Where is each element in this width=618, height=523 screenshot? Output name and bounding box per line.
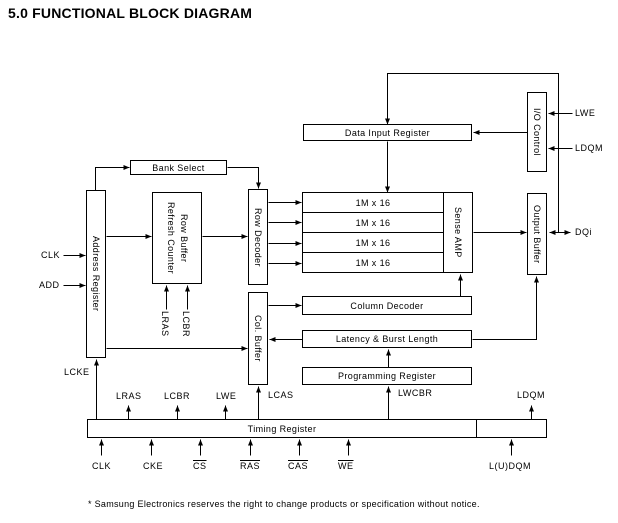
lcke-label: LCKE xyxy=(64,367,90,377)
memory-bank-row: 1M x 16 xyxy=(303,193,443,213)
cke-pin-label: CKE xyxy=(143,461,164,471)
clk-pin-label: CLK xyxy=(92,461,112,471)
lras-label: LRAS xyxy=(116,391,142,401)
block-label: Row Decoder xyxy=(253,207,263,267)
cas-pin-label: CAS xyxy=(288,461,309,471)
block-label: Timing Register xyxy=(247,423,317,434)
block-label: Row Buffer Refresh Counter xyxy=(164,202,190,274)
block-row-buffer-refresh-counter: Row Buffer Refresh Counter xyxy=(152,192,202,284)
block-label: Latency & Burst Length xyxy=(335,334,439,344)
ldqm-label: LDQM xyxy=(517,390,546,400)
lcbr-vertical-label: LCBR xyxy=(181,311,191,338)
block-label: Output Buffer xyxy=(532,204,542,264)
block-output-buffer: Output Buffer xyxy=(527,193,547,275)
clk-left-label: CLK xyxy=(41,250,61,260)
block-address-register: Address Register xyxy=(86,190,106,358)
lras-vertical-label: LRAS xyxy=(160,311,170,337)
refresh-counter-label: Refresh Counter xyxy=(166,201,176,275)
block-label: Data Input Register xyxy=(344,127,431,138)
timing-register-divider xyxy=(476,420,477,437)
block-io-control: I/O Control xyxy=(527,92,547,172)
block-col-buffer: Col. Buffer xyxy=(248,292,268,385)
block-label: Column Decoder xyxy=(350,300,424,311)
block-timing-register: Timing Register xyxy=(87,419,547,438)
memory-bank-row: 1M x 16 xyxy=(355,257,391,268)
ldqm-top-label: LDQM xyxy=(575,143,604,153)
lcas-label: LCAS xyxy=(268,390,294,400)
memory-banks: 1M x 16 1M x 16 1M x 16 1M x 16 xyxy=(303,193,443,272)
block-bank-select: Bank Select xyxy=(130,160,227,175)
lcbr-label: LCBR xyxy=(164,391,191,401)
footer-disclaimer: * Samsung Electronics reserves the right… xyxy=(88,499,480,509)
block-label: Programming Register xyxy=(337,371,437,381)
block-data-input-register: Data Input Register xyxy=(303,124,472,141)
dqi-label: DQi xyxy=(575,227,592,237)
lwcbr-label: LWCBR xyxy=(398,388,433,398)
cs-pin-label: CS xyxy=(193,461,207,471)
block-label: Sense AMP xyxy=(453,207,463,258)
page-title: 5.0 FUNCTIONAL BLOCK DIAGRAM xyxy=(8,5,253,21)
row-buffer-label: Row Buffer xyxy=(179,213,189,263)
block-column-decoder: Column Decoder xyxy=(302,296,472,315)
block-programming-register: Programming Register xyxy=(302,367,472,385)
block-label: Bank Select xyxy=(152,162,205,173)
we-pin-label: WE xyxy=(338,461,354,471)
memory-bank-row: 1M x 16 xyxy=(303,233,443,253)
block-memory-array: 1M x 16 1M x 16 1M x 16 1M x 16 Sense AM… xyxy=(302,192,473,273)
memory-bank-row: 1M x 16 xyxy=(303,213,443,233)
block-latency-burst-length: Latency & Burst Length xyxy=(302,330,472,348)
block-label: Col. Buffer xyxy=(253,315,263,362)
block-label: Address Register xyxy=(91,236,101,312)
block-label: I/O Control xyxy=(532,108,542,156)
block-row-decoder: Row Decoder xyxy=(248,189,268,285)
add-label: ADD xyxy=(39,280,60,290)
block-sense-amp: Sense AMP xyxy=(443,193,472,272)
lwe-top-label: LWE xyxy=(575,108,596,118)
ras-pin-label: RAS xyxy=(240,461,261,471)
ludqm-pin-label: L(U)DQM xyxy=(489,461,531,471)
lwe-label: LWE xyxy=(216,391,237,401)
